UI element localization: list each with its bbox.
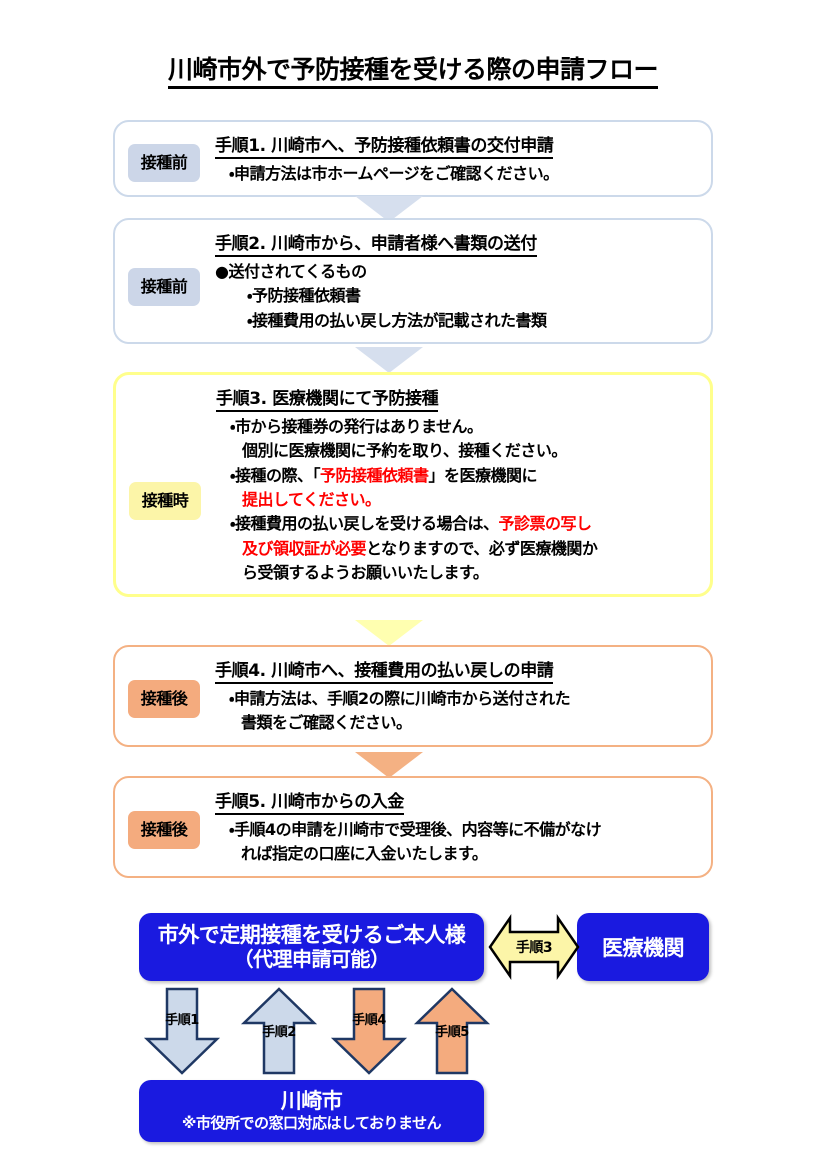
diagram-arrow-step1-label: 手順1 xyxy=(165,1013,199,1028)
diagram-arrow-step4: 手順4 xyxy=(330,987,408,1075)
connector-arrow-3-4 xyxy=(355,620,423,646)
step-5-content: 手順5. 川崎市からの入金 ・手順4の申請を川崎市で受理後、内容等に不備がなけ … xyxy=(215,778,711,876)
step-4-line-1: ・申請方法は、手順2の際に川崎市から送付された xyxy=(229,689,571,708)
step-3-heading: 手順3. 医療機関にて予防接種 xyxy=(216,384,439,412)
arrow-down-icon xyxy=(143,987,221,1075)
relationship-diagram: 市外で定期接種を受けるご本人様 （代理申請可能） 医療機関 手順3 手順1 手順… xyxy=(0,895,826,1165)
step-5-line-1: ・手順4の申請を川崎市で受理後、内容等に不備がなけ xyxy=(229,820,602,839)
step-box-5: 接種後 手順5. 川崎市からの入金 ・手順4の申請を川崎市で受理後、内容等に不備… xyxy=(113,776,713,878)
step-2-line-1: ●送付されてくるもの xyxy=(215,262,367,281)
step-3-line-1: ・市から接種券の発行はありません。 xyxy=(230,417,483,436)
diagram-clinic-label: 医療機関 xyxy=(602,936,685,960)
step-3-content: 手順3. 医療機関にて予防接種 ・市から接種券の発行はありません。 個別に医療機… xyxy=(216,375,710,594)
step-3-line-3: ・接種の際、「予防接種依頼書」を医療機関に xyxy=(216,464,700,488)
diagram-arrow-step4-label: 手順4 xyxy=(352,1013,386,1028)
step-2-line-3: ・接種費用の払い戻し方法が記載された書類 xyxy=(247,310,547,330)
diagram-arrow-step2-label: 手順2 xyxy=(262,1025,296,1040)
step-2-line-2: ・予防接種依頼書 xyxy=(247,286,361,306)
step-5-heading: 手順5. 川崎市からの入金 xyxy=(215,787,404,815)
step-4-heading: 手順4. 川崎市へ、接種費用の払い戻しの申請 xyxy=(215,656,554,684)
arrow-up-icon xyxy=(240,987,318,1075)
step-box-2: 接種前 手順2. 川崎市から、申請者様へ書類の送付 ●送付されてくるもの ・予防… xyxy=(113,218,713,344)
double-arrow-step3: 手順3 xyxy=(488,913,580,981)
diagram-city-line-1: 川崎市 xyxy=(280,1089,343,1114)
diagram-arrow-step5-label: 手順5 xyxy=(435,1025,469,1040)
step-5-stage-badge: 接種後 xyxy=(128,811,200,849)
step-2-content: 手順2. 川崎市から、申請者様へ書類の送付 ●送付されてくるもの ・予防接種依頼… xyxy=(215,220,711,342)
arrow-up-icon xyxy=(413,987,491,1075)
double-arrow-icon xyxy=(488,913,580,981)
diagram-person-box: 市外で定期接種を受けるご本人様 （代理申請可能） xyxy=(139,913,484,981)
step-3-line-3-suffix: 」を医療機関に xyxy=(428,465,537,485)
step-3-emphasis-request-form: 予防接種依頼書 xyxy=(319,465,429,485)
step-3-line-4-emphasis: 提出してください。 xyxy=(242,489,381,509)
arrow-down-icon xyxy=(330,987,408,1075)
step-4-content: 手順4. 川崎市へ、接種費用の払い戻しの申請 ・申請方法は、手順2の際に川崎市か… xyxy=(215,647,711,745)
step-4-stage-badge: 接種後 xyxy=(128,680,200,718)
double-arrow-step3-label: 手順3 xyxy=(515,940,553,956)
page-title: 川崎市外で予防接種を受ける際の申請フロー xyxy=(0,50,826,89)
diagram-arrow-step5: 手順5 xyxy=(413,987,491,1075)
step-3-line-5-prefix: ・接種費用の払い戻しを受ける場合は、 xyxy=(230,514,499,534)
diagram-person-line-2: （代理申請可能） xyxy=(233,946,391,971)
step-3-line-6-suffix: となりますので、必ず医療機関か xyxy=(366,538,598,558)
step-4-line-2: 書類をご確認ください。 xyxy=(241,713,412,733)
diagram-city-line-2: ※市役所での窓口対応はしておりません xyxy=(181,1114,442,1133)
step-1-stage-badge: 接種前 xyxy=(128,144,200,182)
diagram-person-line-1: 市外で定期接種を受けるご本人様 xyxy=(157,923,466,948)
step-2-heading: 手順2. 川崎市から、申請者様へ書類の送付 xyxy=(215,229,537,257)
step-box-3: 接種時 手順3. 医療機関にて予防接種 ・市から接種券の発行はありません。 個別… xyxy=(113,372,713,598)
connector-arrow-4-5 xyxy=(355,752,423,778)
step-3-emphasis-receipt-required: 及び領収証が必要 xyxy=(242,538,367,558)
step-3-emphasis-screening-copy: 予診票の写し xyxy=(498,514,592,534)
step-5-line-2: れば指定の口座に入金いたします。 xyxy=(241,844,488,864)
diagram-arrow-step2: 手順2 xyxy=(240,987,318,1075)
step-3-line-7: ら受領するようお願いいたします。 xyxy=(242,562,489,582)
diagram-clinic-box: 医療機関 xyxy=(577,913,709,981)
step-3-stage-badge: 接種時 xyxy=(129,482,201,520)
step-box-4: 接種後 手順4. 川崎市へ、接種費用の払い戻しの申請 ・申請方法は、手順2の際に… xyxy=(113,645,713,747)
diagram-city-box: 川崎市 ※市役所での窓口対応はしておりません xyxy=(139,1080,484,1142)
step-1-content: 手順1. 川崎市へ、予防接種依頼書の交付申請 ・申請方法は市ホームページをご確認… xyxy=(215,122,711,195)
step-box-1: 接種前 手順1. 川崎市へ、予防接種依頼書の交付申請 ・申請方法は市ホームページ… xyxy=(113,120,713,198)
connector-arrow-1-2 xyxy=(355,196,423,222)
step-1-heading: 手順1. 川崎市へ、予防接種依頼書の交付申請 xyxy=(215,131,554,159)
page-title-text: 川崎市外で予防接種を受ける際の申請フロー xyxy=(167,55,659,89)
step-3-line-5: ・接種費用の払い戻しを受ける場合は、予診票の写し xyxy=(216,512,700,536)
step-3-line-6: 及び領収証が必要となりますので、必ず医療機関か xyxy=(216,537,700,561)
step-3-line-2: 個別に医療機関に予約を取り、接種ください。 xyxy=(242,441,567,461)
step-3-line-3-prefix: ・接種の際、「 xyxy=(230,465,320,485)
step-1-line-1: ・申請方法は市ホームページをご確認ください。 xyxy=(229,164,559,183)
connector-arrow-2-3 xyxy=(355,347,423,373)
diagram-arrow-step1: 手順1 xyxy=(143,987,221,1075)
step-2-stage-badge: 接種前 xyxy=(128,268,200,306)
